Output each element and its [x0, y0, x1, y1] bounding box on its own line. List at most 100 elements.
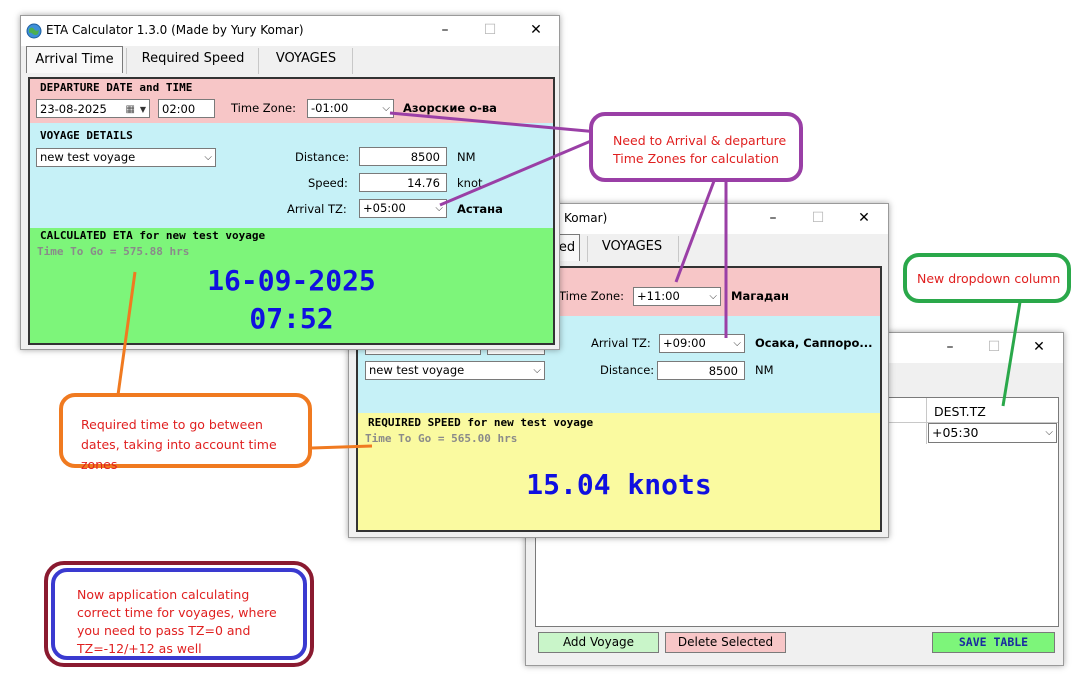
arrival-tz-value: +09:00 — [663, 336, 706, 350]
time-to-go-connector — [116, 271, 137, 396]
speed-unit: knot — [457, 176, 483, 190]
tz-connector-arrival — [439, 136, 599, 207]
tab-arrival-time[interactable]: Arrival Time — [26, 46, 123, 73]
maximize-icon: ☐ — [811, 210, 825, 226]
callout-note-text: Now application calculating correct time… — [77, 587, 277, 656]
departure-time-field[interactable]: 02:00 — [158, 99, 215, 118]
departure-header: DEPARTURE DATE and TIME — [40, 81, 193, 94]
distance-label: Distance: — [295, 150, 350, 164]
departure-date-field[interactable]: 23-08-2025 ▦ ▼ — [36, 99, 150, 118]
eta-time-to-go: Time To Go = 575.88 hrs — [37, 245, 190, 258]
departure-tz-dropdown[interactable]: +11:00 ⌵ — [633, 287, 721, 306]
eta-titlebar — [21, 16, 559, 46]
chevron-down-icon: ⌵ — [435, 203, 443, 214]
callout-time-to-go: Required time to go between dates, takin… — [59, 393, 312, 472]
window-title: ETA Calculator 1.3.0 (Made by Yury Komar… — [46, 23, 304, 37]
callout-time-to-go-text: Required time to go between dates, takin… — [81, 417, 277, 472]
eta-calculator-window: ETA Calculator 1.3.0 (Made by Yury Komar… — [20, 15, 560, 350]
distance-unit: NM — [457, 150, 476, 164]
callout-timezones-text: Need to Arrival & departure Time Zones f… — [613, 133, 787, 166]
callout-timezones: Need to Arrival & departure Time Zones f… — [589, 112, 803, 182]
eta-result-header: CALCULATED ETA for new test voyage — [40, 229, 266, 242]
chevron-down-icon: ⌵ — [382, 103, 390, 114]
tab-separator — [678, 236, 679, 262]
required-speed-value: 15.04 knots — [526, 468, 712, 501]
save-table-button[interactable]: SAVE TABLE — [932, 632, 1055, 653]
voyage-select[interactable]: new test voyage ⌵ — [36, 148, 216, 167]
timezone-label: Time Zone: — [231, 101, 296, 115]
voyage-select-value: new test voyage — [40, 150, 136, 164]
eta-time: 07:52 — [249, 302, 334, 335]
eta-content-frame — [28, 77, 555, 345]
callout-dropdown-text: New dropdown column — [917, 271, 1061, 286]
tab-separator — [126, 48, 127, 74]
required-time-to-go: Time To Go = 565.00 hrs — [365, 432, 518, 445]
tab-separator — [352, 48, 353, 74]
column-header-dest-tz[interactable]: DEST.TZ — [934, 404, 986, 419]
close-icon[interactable]: ✕ — [1033, 339, 1045, 355]
dest-tz-dropdown[interactable]: +05:30 ⌵ — [928, 423, 1057, 443]
maximize-icon: ☐ — [987, 339, 1001, 355]
callout-note: Now application calculating correct time… — [44, 561, 314, 667]
chevron-down-icon: ⌵ — [204, 152, 212, 163]
add-voyage-button[interactable]: Add Voyage — [538, 632, 659, 653]
arrival-tz-place: Астана — [457, 202, 503, 216]
arrival-tz-dropdown[interactable]: +05:00 ⌵ — [359, 199, 447, 218]
column-divider — [926, 398, 927, 444]
close-icon[interactable]: ✕ — [530, 22, 542, 38]
arrival-tz-place: Осака, Саппоро... — [755, 336, 873, 350]
minimize-icon[interactable]: – — [441, 22, 449, 38]
arrival-tz-value: +05:00 — [363, 201, 406, 215]
tab-separator — [258, 48, 259, 74]
tab-voyages[interactable]: VOYAGES — [601, 239, 663, 254]
close-icon[interactable]: ✕ — [858, 210, 870, 226]
maximize-icon: ☐ — [483, 22, 497, 38]
chevron-down-icon: ⌵ — [1045, 427, 1053, 438]
chevron-down-icon: ⌵ — [533, 365, 541, 376]
departure-tz-place: Магадан — [731, 289, 789, 303]
arrival-tz-label: Arrival TZ: — [287, 202, 347, 216]
tab-voyages[interactable]: VOYAGES — [275, 51, 337, 66]
time-to-go-connector-2 — [311, 444, 373, 450]
voyage-select[interactable]: new test voyage ⌵ — [365, 361, 545, 380]
arrival-tz-label: Arrival TZ: — [591, 336, 651, 350]
departure-tz-place: Азорские о-ва — [403, 101, 497, 115]
tab-separator — [587, 236, 588, 262]
minimize-icon[interactable]: – — [946, 339, 954, 355]
required-speed-panel — [358, 413, 880, 530]
eta-result-panel — [30, 228, 553, 343]
departure-tz-value: -01:00 — [311, 101, 349, 115]
speed-field[interactable]: 14.76 — [359, 173, 447, 192]
callout-note-inner: Now application calculating correct time… — [51, 568, 307, 660]
speed-content-frame — [356, 266, 882, 532]
dest-tz-value: +05:30 — [932, 425, 979, 440]
distance-field[interactable]: 8500 — [657, 361, 745, 380]
minimize-icon[interactable]: – — [769, 210, 777, 226]
chevron-down-icon: ⌵ — [733, 338, 741, 349]
delete-selected-button[interactable]: Delete Selected — [665, 632, 786, 653]
callout-dropdown: New dropdown column — [903, 253, 1071, 303]
departure-date-value: 23-08-2025 — [40, 102, 107, 116]
distance-label: Distance: — [600, 363, 655, 377]
voyage-details-panel — [30, 123, 553, 228]
speed-label: Speed: — [308, 176, 348, 190]
tab-required-speed[interactable]: Required Speed — [141, 51, 245, 66]
voyage-select-value: new test voyage — [369, 363, 465, 377]
distance-unit: NM — [755, 363, 774, 377]
speed-window-title: Komar) — [564, 211, 608, 225]
arrival-tz-dropdown[interactable]: +09:00 ⌵ — [659, 334, 745, 353]
departure-tz-dropdown[interactable]: -01:00 ⌵ — [307, 99, 394, 118]
distance-field[interactable]: 8500 — [359, 147, 447, 166]
calendar-icon[interactable]: ▦ — [125, 104, 135, 115]
departure-tz-value: +11:00 — [637, 289, 680, 303]
tz-connector-departure-2 — [674, 180, 716, 283]
globe-icon — [26, 23, 42, 39]
voyage-details-header: VOYAGE DETAILS — [40, 129, 133, 142]
chevron-down-icon: ▼ — [139, 105, 146, 114]
timezone-label: Time Zone: — [559, 289, 624, 303]
tz-connector-departure — [389, 111, 599, 134]
required-speed-header: REQUIRED SPEED for new test voyage — [368, 416, 594, 429]
chevron-down-icon: ⌵ — [709, 291, 717, 302]
eta-date: 16-09-2025 — [207, 264, 376, 297]
